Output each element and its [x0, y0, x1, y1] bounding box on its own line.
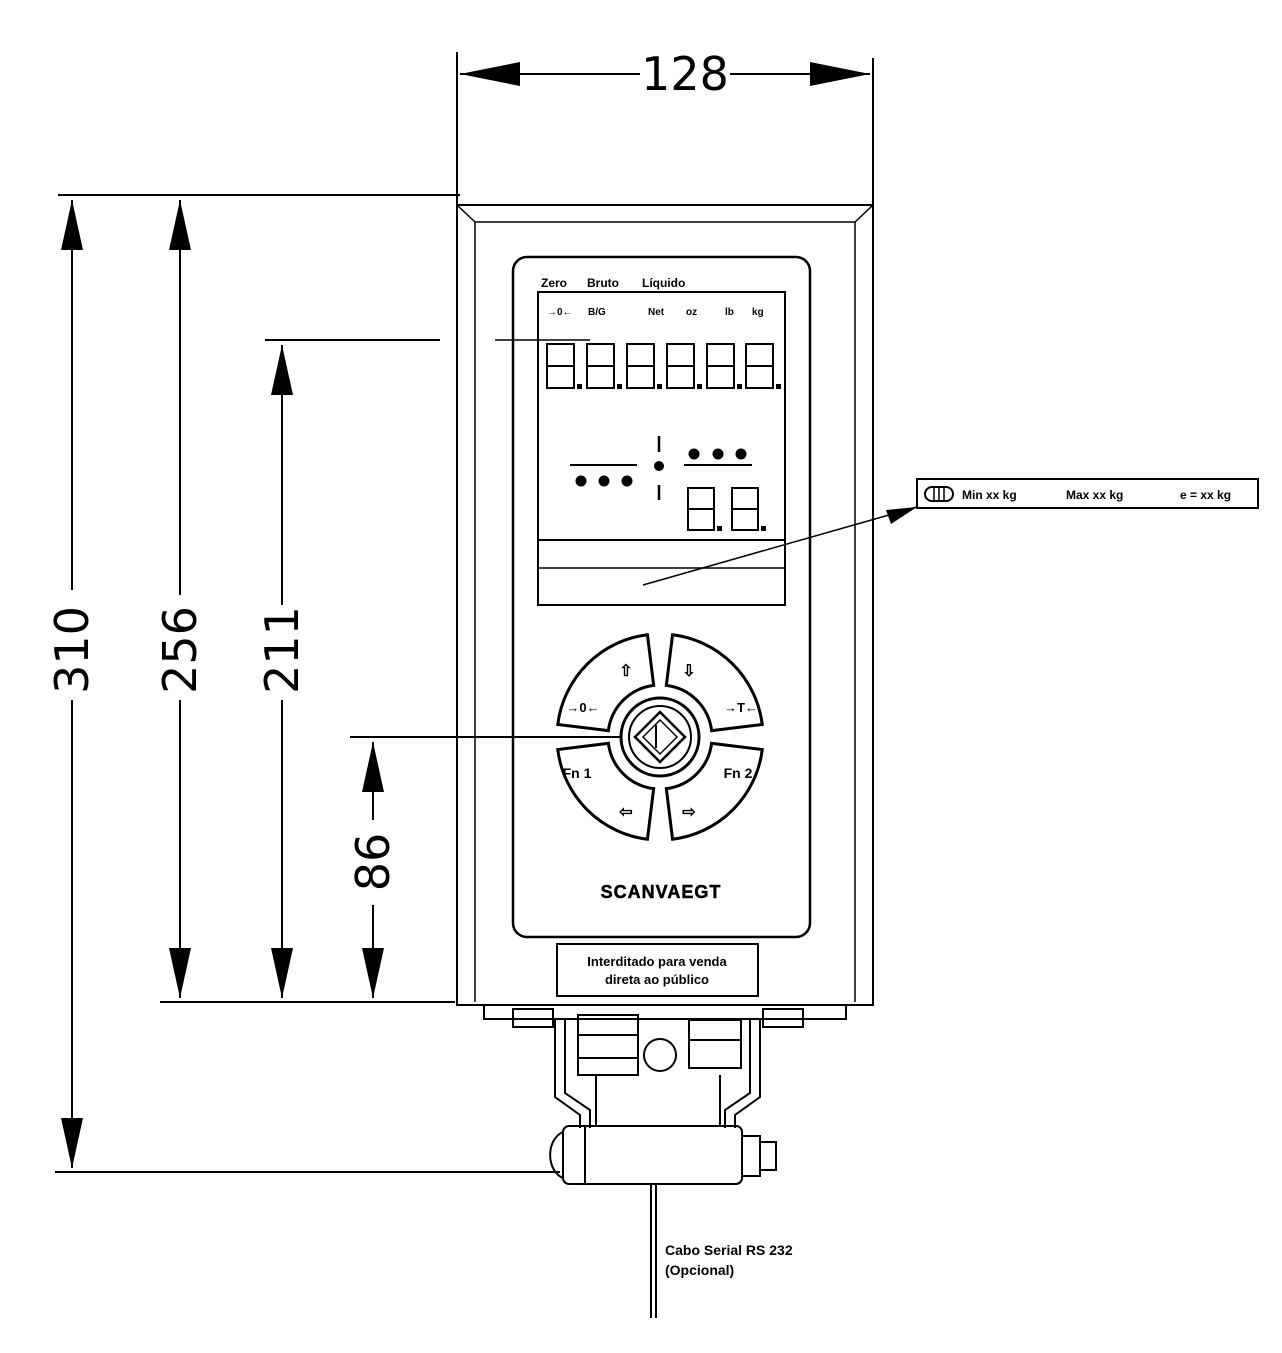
digit-6 [745, 343, 781, 389]
height-310-label: 310 [45, 606, 99, 694]
up-key-label: ⇧ [619, 663, 632, 680]
left-key-label: ⇦ [618, 804, 632, 821]
plate-max: Max xx kg [1066, 488, 1123, 502]
leader-line-plate [642, 506, 918, 586]
height-dimensions: 310 256 211 86 [45, 194, 660, 1173]
digit-1 [546, 343, 582, 389]
mounting-bracket [483, 1004, 847, 1318]
digit-2 [586, 343, 622, 389]
width-dimension: 128 [456, 47, 874, 205]
width-label: 128 [641, 47, 729, 101]
digit-5 [706, 343, 742, 389]
enter-key[interactable] [619, 696, 701, 778]
notice-line-2: direta ao público [605, 972, 709, 987]
zero-key-label: →0← [566, 700, 599, 715]
small-digit-2 [731, 487, 766, 531]
notice-plate: Interditado para venda direta ao público [556, 943, 759, 997]
brand-logo: SCANVAEGT [601, 882, 722, 902]
indicator-net: Net [648, 307, 665, 318]
enter-icon [633, 710, 687, 764]
indicator-oz: oz [686, 307, 697, 318]
secondary-display [570, 436, 752, 500]
indicator-lb: lb [725, 307, 734, 318]
main-weight-display [546, 343, 781, 389]
display-window [537, 291, 786, 606]
cable-note-line-2: (Opcional) [665, 1262, 734, 1278]
keypad-top-right-key[interactable] [664, 633, 764, 733]
mode-label-zero: Zero [541, 276, 567, 290]
digit-4 [666, 343, 702, 389]
data-plate: Min xx kg Max xx kg e = xx kg [916, 478, 1259, 509]
height-86-label: 86 [346, 833, 400, 892]
indicator-kg: kg [752, 307, 764, 318]
mode-label-bruto: Bruto [587, 276, 619, 290]
arrow-left-icon [460, 62, 520, 86]
tare-key-label: →T← [724, 700, 758, 715]
cable-note-line-1: Cabo Serial RS 232 [665, 1242, 793, 1258]
cable-note: Cabo Serial RS 232 (Opcional) [665, 1242, 793, 1278]
height-211-label: 211 [255, 606, 309, 694]
digit-3 [626, 343, 662, 389]
front-panel [511, 255, 812, 939]
height-256-label: 256 [153, 606, 207, 694]
keypad-bottom-right-key[interactable] [664, 741, 764, 841]
secondary-digits [687, 487, 766, 531]
arrow-right-icon [810, 62, 870, 86]
fn2-key-label: Fn 2 [724, 765, 753, 781]
mode-label-liquido: Líquido [642, 276, 685, 290]
notice-line-1: Interditado para venda [587, 954, 727, 969]
indicator-zero: →0← [547, 307, 573, 318]
plate-e: e = xx kg [1180, 488, 1231, 502]
mode-labels: Zero Bruto Líquido [541, 276, 685, 290]
small-digit-1 [687, 487, 722, 531]
keypad[interactable]: ⇧ ⇩ →0← →T← Fn 1 Fn 2 ⇦ ⇨ [556, 633, 764, 841]
down-key-label: ⇩ [682, 663, 695, 680]
indicator-labels: →0← B/G Net oz lb kg [547, 307, 764, 318]
fn1-key-label: Fn 1 [563, 765, 592, 781]
right-key-label: ⇨ [682, 804, 696, 821]
plate-min: Min xx kg [962, 488, 1017, 502]
keypad-top-left-key[interactable] [556, 633, 656, 733]
indicator-bg: B/G [588, 307, 606, 318]
keypad-bottom-left-key[interactable] [556, 741, 656, 841]
